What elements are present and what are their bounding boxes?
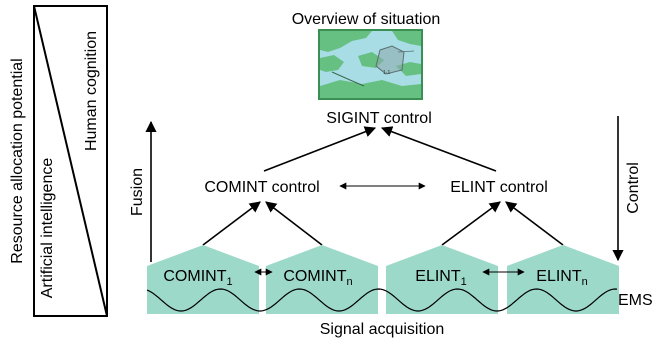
sensor-elint-n: ELINTn [507, 245, 619, 314]
sensor-label: COMINT [163, 268, 226, 285]
control-label: Control [625, 162, 642, 214]
hierarchy-arrows [202, 126, 564, 246]
svg-text:ELINTn: ELINTn [536, 268, 587, 288]
svg-text:1·1: 1·1 [383, 70, 390, 76]
sensor-label: ELINT [536, 268, 582, 285]
sensor-subscript: n [582, 276, 588, 288]
fusion-label: Fusion [129, 168, 146, 216]
sensor-comint-1: COMINT1 [147, 245, 259, 314]
comint-control-label: COMINT control [204, 179, 319, 196]
svg-text:COMINTn: COMINTn [283, 268, 352, 288]
signal-acquisition-label: Signal acquisition [320, 321, 445, 338]
sensor-subscript: 1 [461, 276, 467, 288]
sensor-label: ELINT [415, 268, 461, 285]
ems-label: EMS [618, 292, 653, 309]
situation-map: 1·1 [318, 29, 423, 100]
human-cognition-label: Human cognition [83, 31, 100, 151]
resource-allocation-label: Resource allocation potential [9, 58, 26, 263]
sensor-subscript: n [346, 276, 352, 288]
allocation-triangle-box [33, 5, 108, 317]
svg-text:COMINT1: COMINT1 [163, 268, 232, 288]
ems-wave [146, 288, 618, 312]
elint-control-label: ELINT control [450, 179, 548, 196]
overview-title: Overview of situation [292, 11, 441, 28]
sensor-comint-n: COMINTn [266, 245, 378, 314]
sigint-control-label: SIGINT control [326, 110, 432, 127]
sensor-subscript: 1 [226, 276, 232, 288]
artificial-intelligence-label: Artificial intelligence [39, 158, 56, 299]
sensor-label: COMINT [283, 268, 346, 285]
svg-text:ELINT1: ELINT1 [415, 268, 466, 288]
sensor-elint-1: ELINT1 [386, 245, 498, 314]
